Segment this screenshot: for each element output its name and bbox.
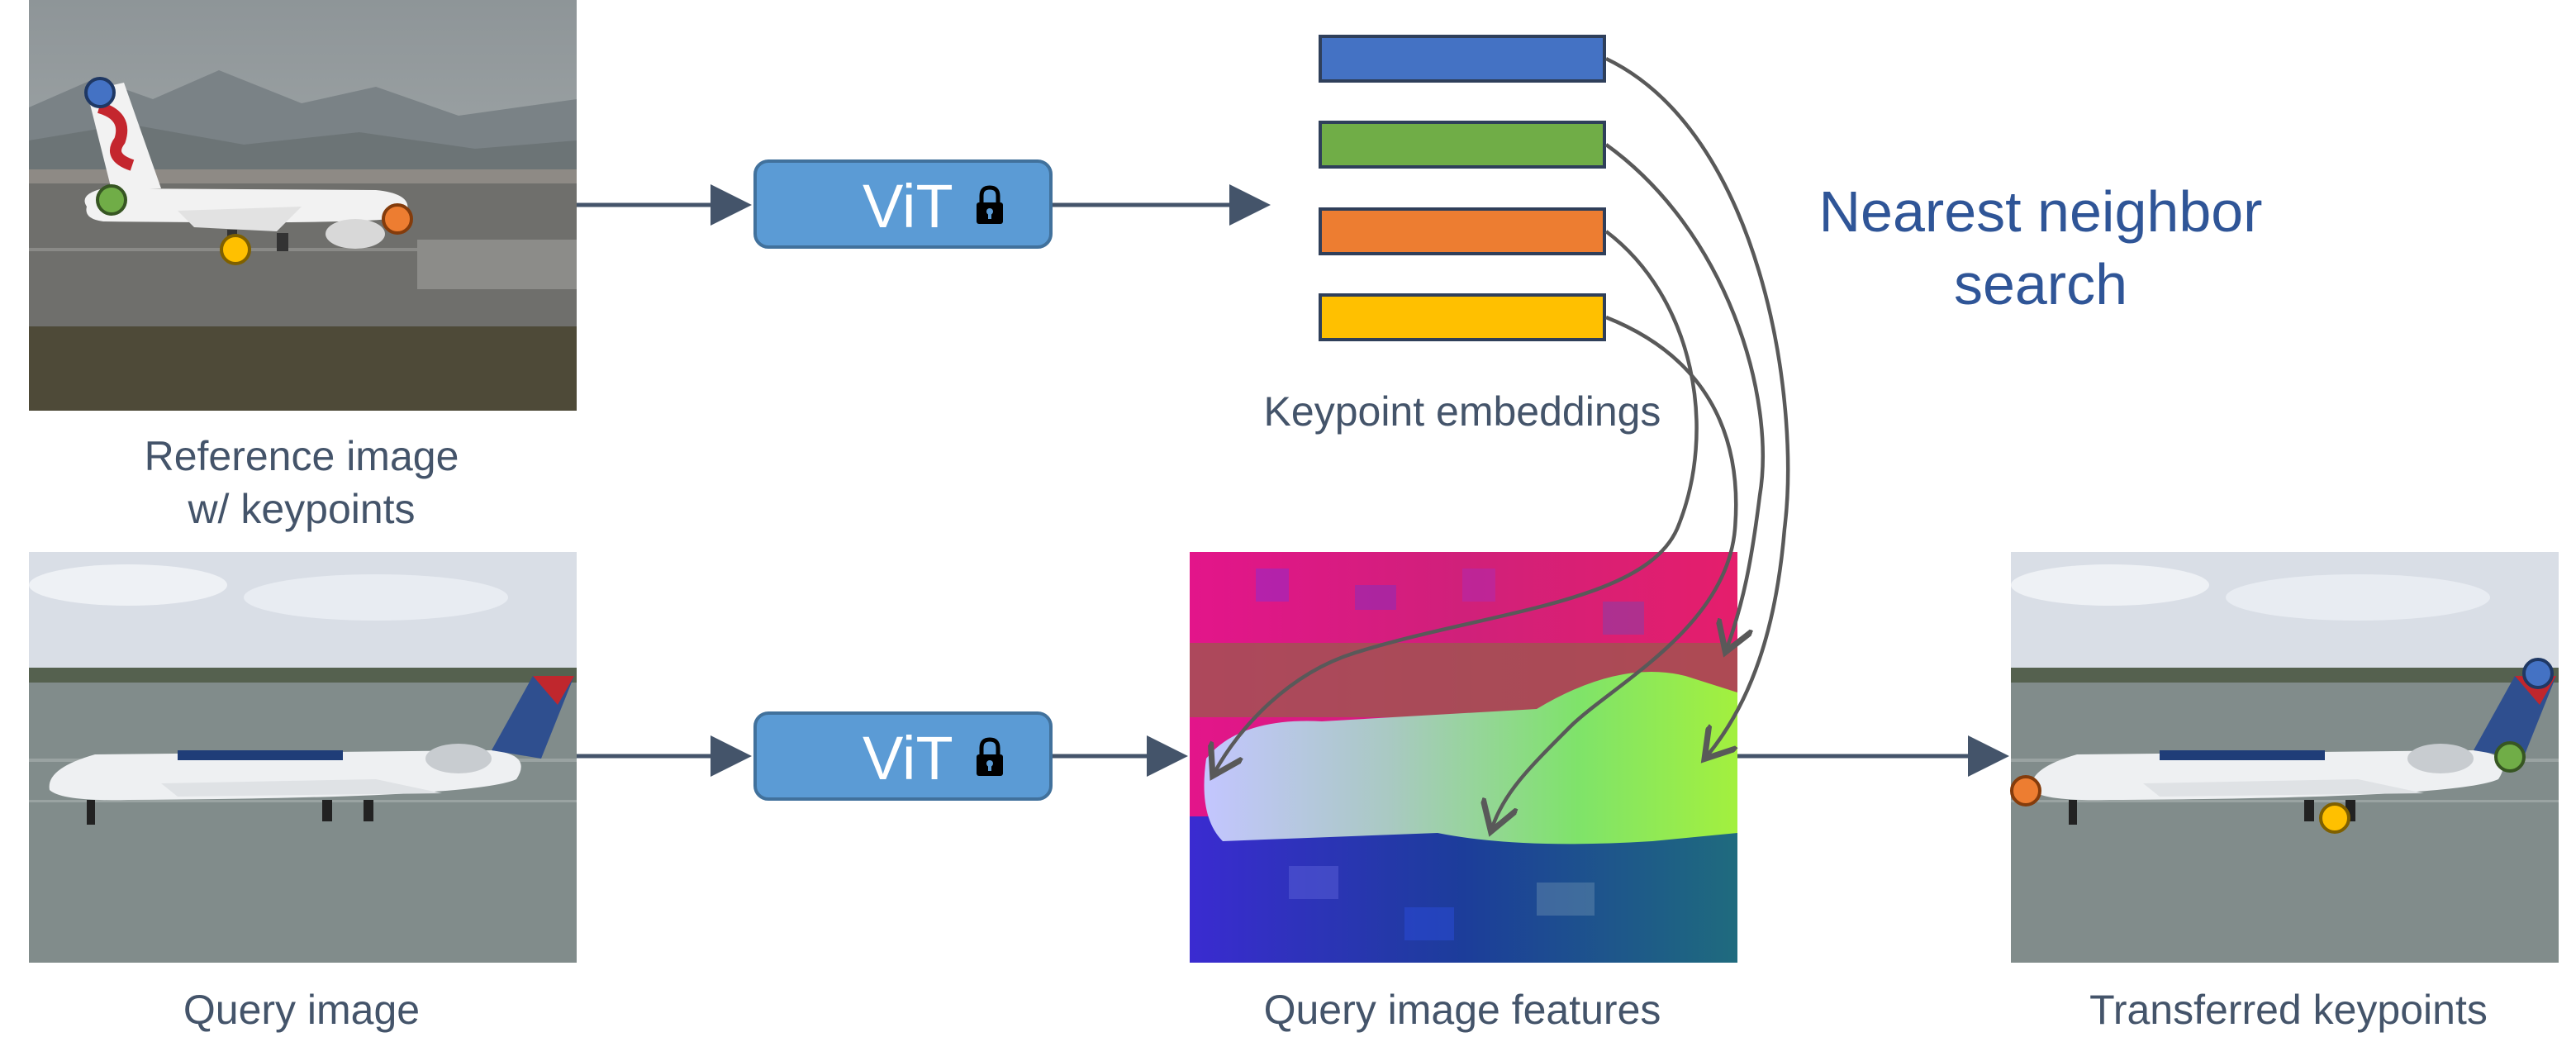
- vit-encoder-reference: ViT: [753, 159, 1053, 249]
- transferred-keypoint-yellow: [2319, 802, 2350, 834]
- lock-icon: [977, 737, 1003, 776]
- query-image-features-label: Query image features: [1263, 987, 1661, 1033]
- curve-yellow: [1492, 315, 1738, 828]
- transferred-keypoints-image: [2011, 552, 2559, 963]
- transferred-keypoint-green: [2494, 741, 2526, 773]
- embedding-blue: [1319, 35, 1606, 83]
- lock-icon: [977, 185, 1003, 224]
- reference-image: [29, 0, 577, 411]
- vit-encoder-query: ViT: [753, 711, 1053, 801]
- nearest-neighbor-search-title: Nearest neighbor search: [1785, 175, 2297, 321]
- vit-label: ViT: [863, 724, 953, 792]
- query-image-label: Query image: [183, 987, 421, 1033]
- embedding-yellow: [1319, 293, 1606, 341]
- embedding-green: [1319, 121, 1606, 169]
- reference-image-label: Reference image w/ keypoints: [95, 430, 508, 535]
- embedding-orange: [1319, 207, 1606, 255]
- reference-label-line1: Reference image: [144, 433, 459, 479]
- keypoint-blue: [84, 77, 116, 108]
- nn-line1: Nearest neighbor: [1818, 179, 2263, 244]
- keypoint-green: [96, 184, 127, 216]
- keypoint-orange: [382, 203, 413, 235]
- keypoint-yellow: [220, 234, 251, 265]
- transferred-keypoints-label: Transferred keypoints: [2089, 987, 2488, 1033]
- curve-green: [1604, 143, 1765, 649]
- nn-line2: search: [1953, 252, 2128, 316]
- query-image: [29, 552, 577, 963]
- reference-label-line2: w/ keypoints: [188, 486, 416, 532]
- curve-blue: [1605, 56, 1790, 756]
- curve-orange: [1214, 230, 1699, 773]
- keypoint-embeddings-label: Keypoint embeddings: [1263, 388, 1661, 435]
- transferred-keypoint-orange: [2010, 775, 2041, 806]
- transferred-keypoint-blue: [2522, 658, 2554, 689]
- query-image-features: [1190, 552, 1737, 963]
- vit-label: ViT: [863, 172, 953, 240]
